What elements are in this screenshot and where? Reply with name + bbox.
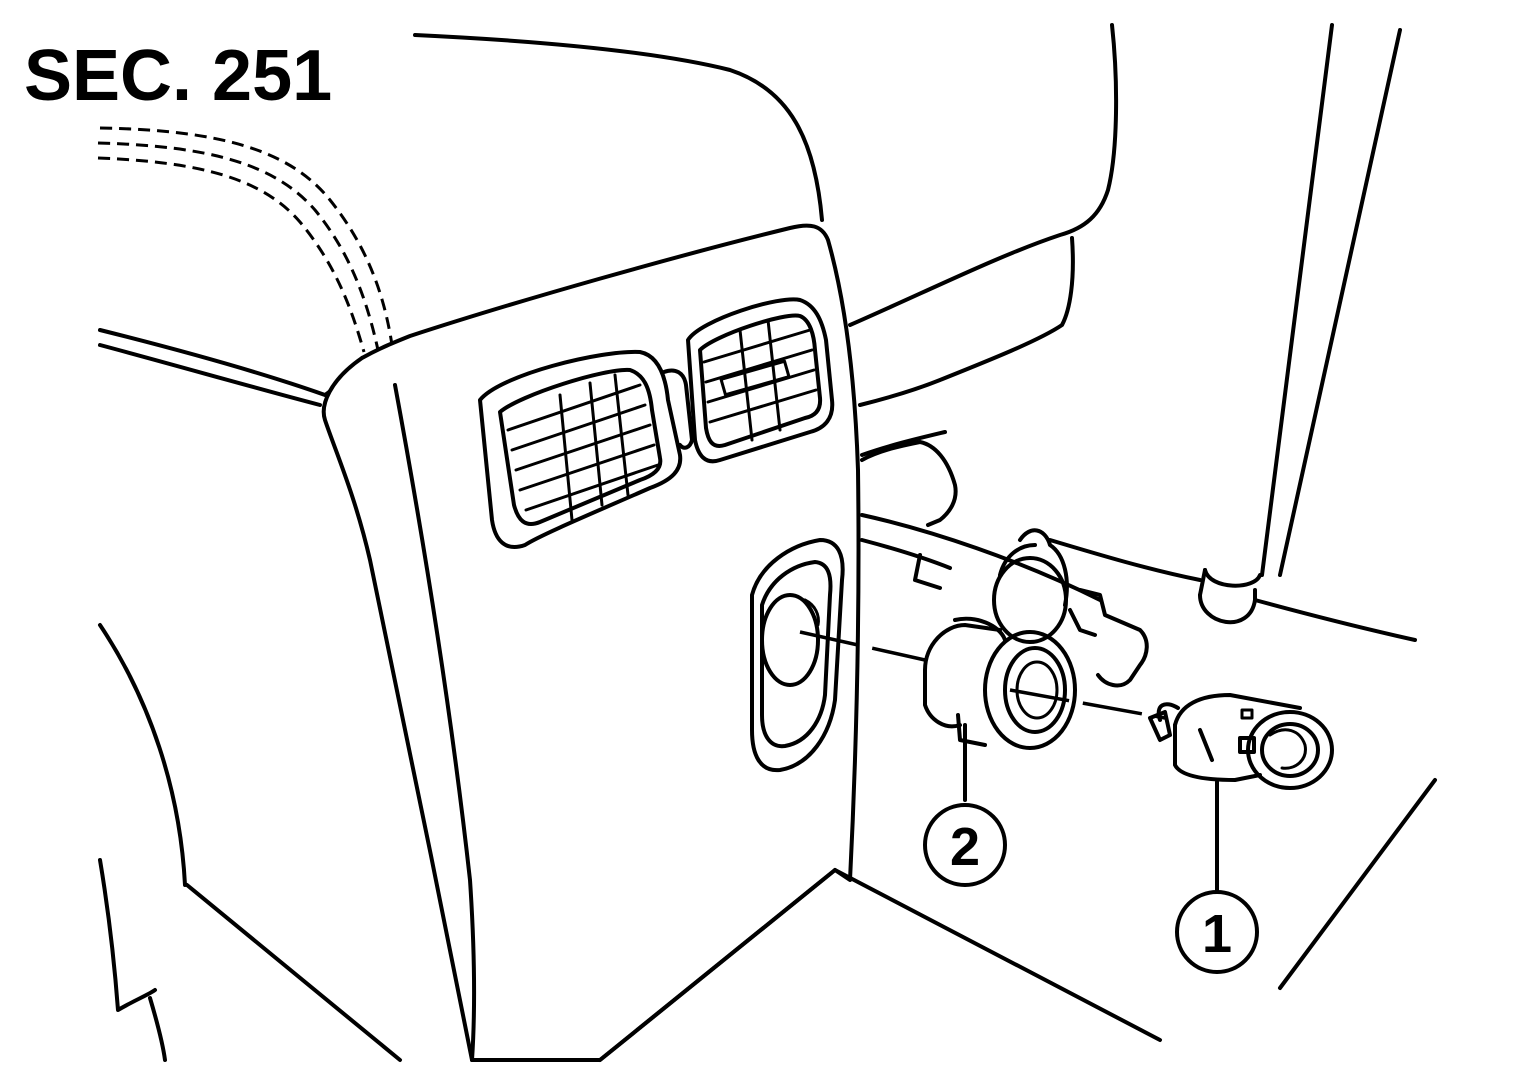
- panel-socket-opening: [750, 538, 845, 773]
- wiring-harness: [860, 440, 1149, 688]
- seat-rail: [1048, 23, 1437, 990]
- rear-air-vent: [478, 297, 835, 549]
- assembly-axis-line: [799, 630, 1166, 720]
- socket-body-part-1: [1148, 693, 1334, 790]
- console-top: [413, 23, 1119, 457]
- seat-armrest: [97, 126, 402, 1062]
- callout-2-label: 2: [950, 817, 980, 877]
- callout-1: 1: [1175, 890, 1259, 974]
- callout-2: 2: [923, 803, 1007, 887]
- floor: [598, 868, 1162, 1062]
- console-rear-panel: [321, 223, 861, 1062]
- callout-1-label: 1: [1202, 904, 1232, 964]
- section-title: SEC. 251: [24, 36, 332, 116]
- socket-ring-part-2: [923, 528, 1077, 750]
